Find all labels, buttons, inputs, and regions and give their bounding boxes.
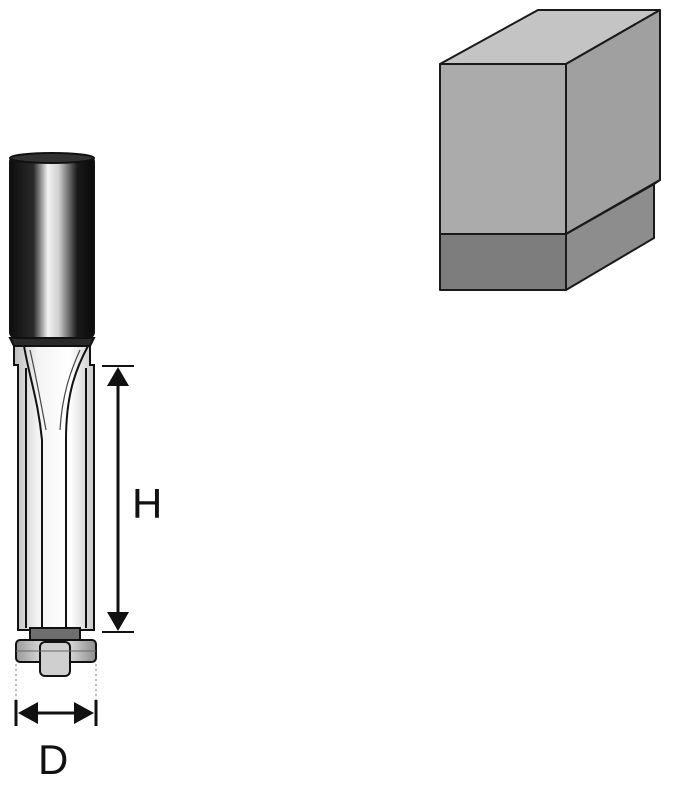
workpiece-block bbox=[439, 9, 661, 291]
height-arrow-bottom bbox=[107, 612, 129, 631]
bit-bearing bbox=[15, 627, 97, 677]
router-bit bbox=[8, 152, 97, 722]
bit-shank bbox=[8, 152, 96, 347]
height-dimension: H bbox=[102, 365, 162, 633]
diameter-dimension: D bbox=[14, 700, 98, 783]
height-label: H bbox=[132, 480, 162, 527]
diameter-arrow-right bbox=[74, 702, 94, 724]
height-arrow-top bbox=[107, 367, 129, 386]
block-front-face bbox=[439, 63, 567, 235]
diameter-label: D bbox=[38, 736, 68, 783]
block-rebate-step bbox=[565, 179, 661, 235]
block-rebate-front bbox=[439, 233, 567, 291]
diameter-arrow-left bbox=[18, 702, 38, 724]
bit-flute-body bbox=[13, 345, 95, 631]
